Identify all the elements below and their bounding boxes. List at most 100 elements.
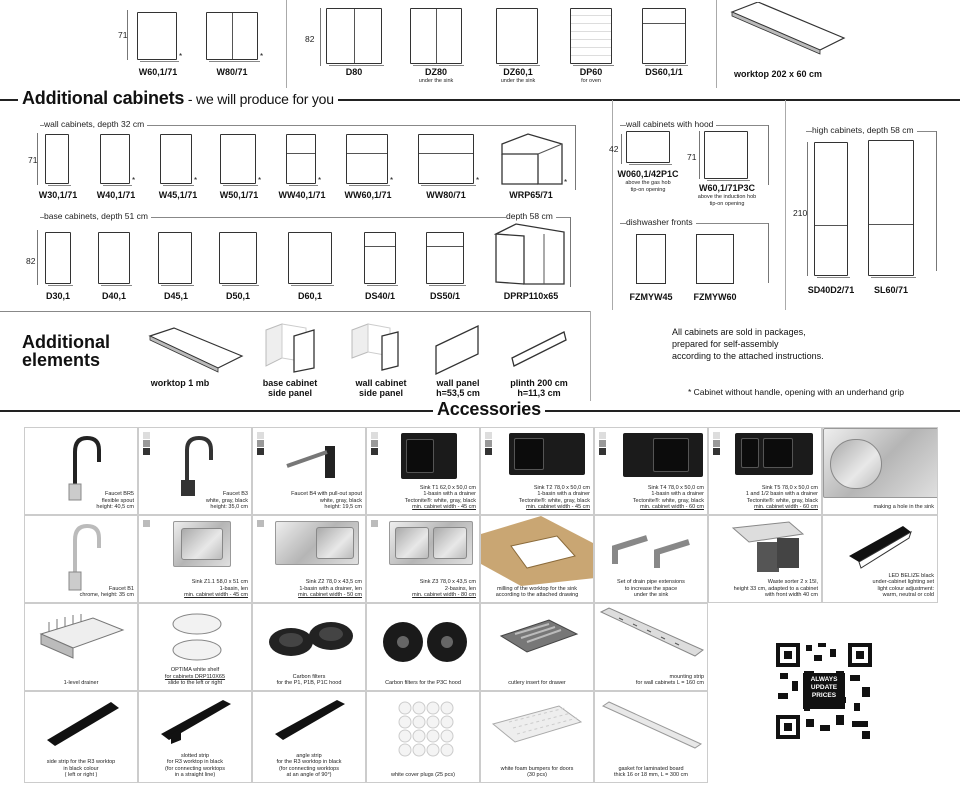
strip-icon: [47, 702, 119, 746]
bumpers-icon: [491, 705, 583, 743]
gasket-icon: [601, 701, 703, 749]
group-depth-58: depth 58 cm: [506, 211, 556, 221]
strip-icon: [275, 700, 345, 740]
cutlery-tray-icon: [499, 619, 579, 653]
acc-cutlery-insert: cutlery insert for drawer: [480, 603, 594, 691]
worktop-1mb-image: [148, 327, 244, 373]
cabinet-w60: [137, 12, 179, 62]
footnote: * Cabinet without handle, opening with a…: [688, 387, 904, 397]
cabinet-w45: [160, 134, 194, 186]
cabinet-d50: [219, 232, 259, 286]
assembly-note: All cabinets are sold in packages, prepa…: [672, 327, 824, 361]
cabinet-w50: [220, 134, 258, 186]
acc-cover-plugs: white cover plugs (25 pcs): [366, 691, 480, 783]
dim-71: 71: [118, 30, 128, 40]
cabinet-w060-hood: [626, 131, 672, 165]
plugs-icon: [398, 701, 454, 757]
filter-icon: [383, 622, 467, 662]
plinth-image: [511, 331, 567, 367]
cabinet-dz80: [410, 8, 464, 66]
dim-82: 82: [305, 34, 315, 44]
cabinet-w80: [206, 12, 260, 62]
label-w60: W60,1/71: [138, 67, 178, 77]
acc-drainer: 1-level drainer: [24, 603, 138, 691]
group-dishwasher: dishwasher fronts: [626, 217, 696, 227]
pipe-icon: [612, 535, 690, 568]
cabinet-w60-hood: [704, 131, 750, 181]
group-base-cabinets: base cabinets, depth 51 cm: [44, 211, 151, 221]
group-wall-cabinets: wall cabinets, depth 32 cm: [44, 119, 148, 129]
cabinet-ww80: [418, 134, 476, 186]
base-side-panel-image: [265, 323, 315, 373]
front-fzmyw60: [696, 234, 734, 284]
acc-sink-hole: making a hole in the sink: [822, 427, 938, 515]
cabinet-wrp65: [501, 133, 563, 185]
cabinet-ds60: [642, 8, 688, 66]
wall-panel-image: [435, 324, 479, 376]
faucet-icon: [181, 435, 213, 496]
drainer-icon: [39, 614, 125, 659]
faucet-icon: [68, 435, 101, 501]
cabinet-ww40: [286, 134, 318, 186]
group-high-cabinets: high cabinets, depth 58 cm: [812, 125, 917, 135]
faucet-icon: [286, 446, 335, 478]
shelf-icon: [172, 613, 222, 661]
cabinet-ww60: [346, 134, 390, 186]
elements-title: Additional elements: [22, 332, 110, 370]
cabinet-dz60: [496, 8, 540, 66]
cabinet-w40: [100, 134, 132, 186]
led-lamp-icon: [849, 526, 912, 569]
section-title-accessories: Accessories: [433, 399, 545, 420]
group-hood: wall cabinets with hood: [626, 119, 717, 129]
cabinet-w30: [45, 134, 71, 186]
faucet-icon: [68, 523, 101, 591]
worktop-image: [730, 2, 846, 55]
cabinet-dprp110: [494, 223, 565, 285]
strip-icon: [161, 700, 231, 744]
cabinet-sl60: [868, 140, 916, 278]
bin-icon: [731, 521, 805, 572]
acc-waste-sorter: Waste sorter 2 x 15l,height 33 cm, adapt…: [708, 515, 822, 603]
cabinet-sd40: [814, 142, 850, 278]
section-title-additional-cabinets: Additional cabinets - we will produce fo…: [18, 88, 338, 109]
cabinet-d45: [158, 232, 194, 286]
cabinet-ds40: [364, 232, 398, 286]
strip-icon: [599, 607, 704, 657]
worktop-milling-image: [481, 516, 593, 586]
filter-icon: [269, 622, 353, 656]
cabinet-d80: [326, 8, 384, 66]
cabinet-dp60: [570, 8, 614, 66]
acc-carbon-filters-p3c: Carbon filters for the P3C hood: [366, 603, 480, 691]
label-worktop: worktop 202 x 60 cm: [733, 69, 823, 79]
cabinet-ds50: [426, 232, 466, 286]
acc-foam-bumpers: white foam bumpers for doors(30 pcs): [480, 691, 594, 783]
qr-code-icon: [774, 641, 874, 741]
label-w80: W80/71: [216, 67, 248, 77]
cabinet-d40: [98, 232, 132, 286]
dim-line: [127, 10, 128, 60]
cabinet-d30: [45, 232, 73, 286]
